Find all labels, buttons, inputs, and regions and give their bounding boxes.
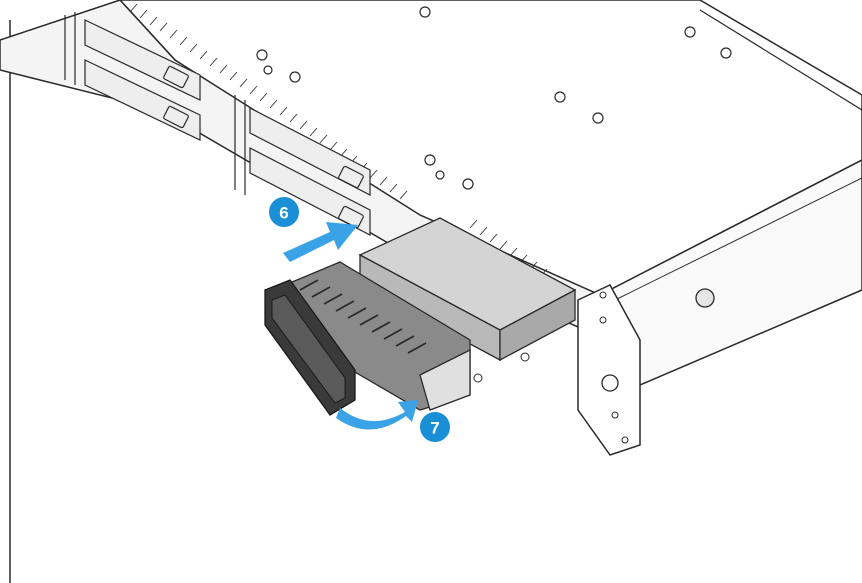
chassis-top-ridge <box>699 9 862 111</box>
screw-icon <box>720 47 732 59</box>
hard-drive-front <box>499 288 576 362</box>
drive-tray-rear-bracket <box>419 348 471 411</box>
bay-dividers <box>64 12 246 195</box>
step-number-7: 7 <box>430 419 439 438</box>
step-badge-icon <box>267 195 301 229</box>
rack-mount-ear <box>577 284 641 456</box>
chassis-screws <box>256 6 732 190</box>
screw-icon <box>520 352 530 362</box>
screw-icon <box>462 178 474 190</box>
drive-tray-latch-face <box>271 294 346 404</box>
step-number-6: 6 <box>279 204 288 223</box>
screw-icon <box>684 26 696 38</box>
chassis-side-seam <box>614 177 862 301</box>
screw-icon <box>424 154 436 166</box>
screw-icon <box>599 291 607 299</box>
drive-bay-slot <box>84 59 201 141</box>
side-knob-icon <box>695 288 715 308</box>
drive-bay-slot <box>84 19 201 101</box>
rotate-arrow-icon <box>336 400 418 430</box>
screw-icon <box>611 411 619 419</box>
drive-bay-handles <box>163 65 364 229</box>
screw-icon <box>554 91 566 103</box>
step-badge-6: 6 <box>267 195 301 229</box>
screw-icon <box>256 49 268 61</box>
screw-icon <box>419 6 431 18</box>
screw-icon <box>435 170 445 180</box>
push-arrow-icon <box>283 222 358 262</box>
screw-icon <box>592 112 604 124</box>
step-badge-icon <box>418 410 452 444</box>
screw-icon <box>621 436 629 444</box>
screw-icon <box>473 373 483 383</box>
screw-icon <box>599 316 607 324</box>
step-badge-7: 7 <box>418 410 452 444</box>
screw-icon <box>263 65 273 75</box>
rack-ear-hole <box>601 374 619 392</box>
screw-icon <box>289 71 301 83</box>
drive-tray-hatching <box>299 279 427 354</box>
front-vent-pattern <box>129 3 548 278</box>
